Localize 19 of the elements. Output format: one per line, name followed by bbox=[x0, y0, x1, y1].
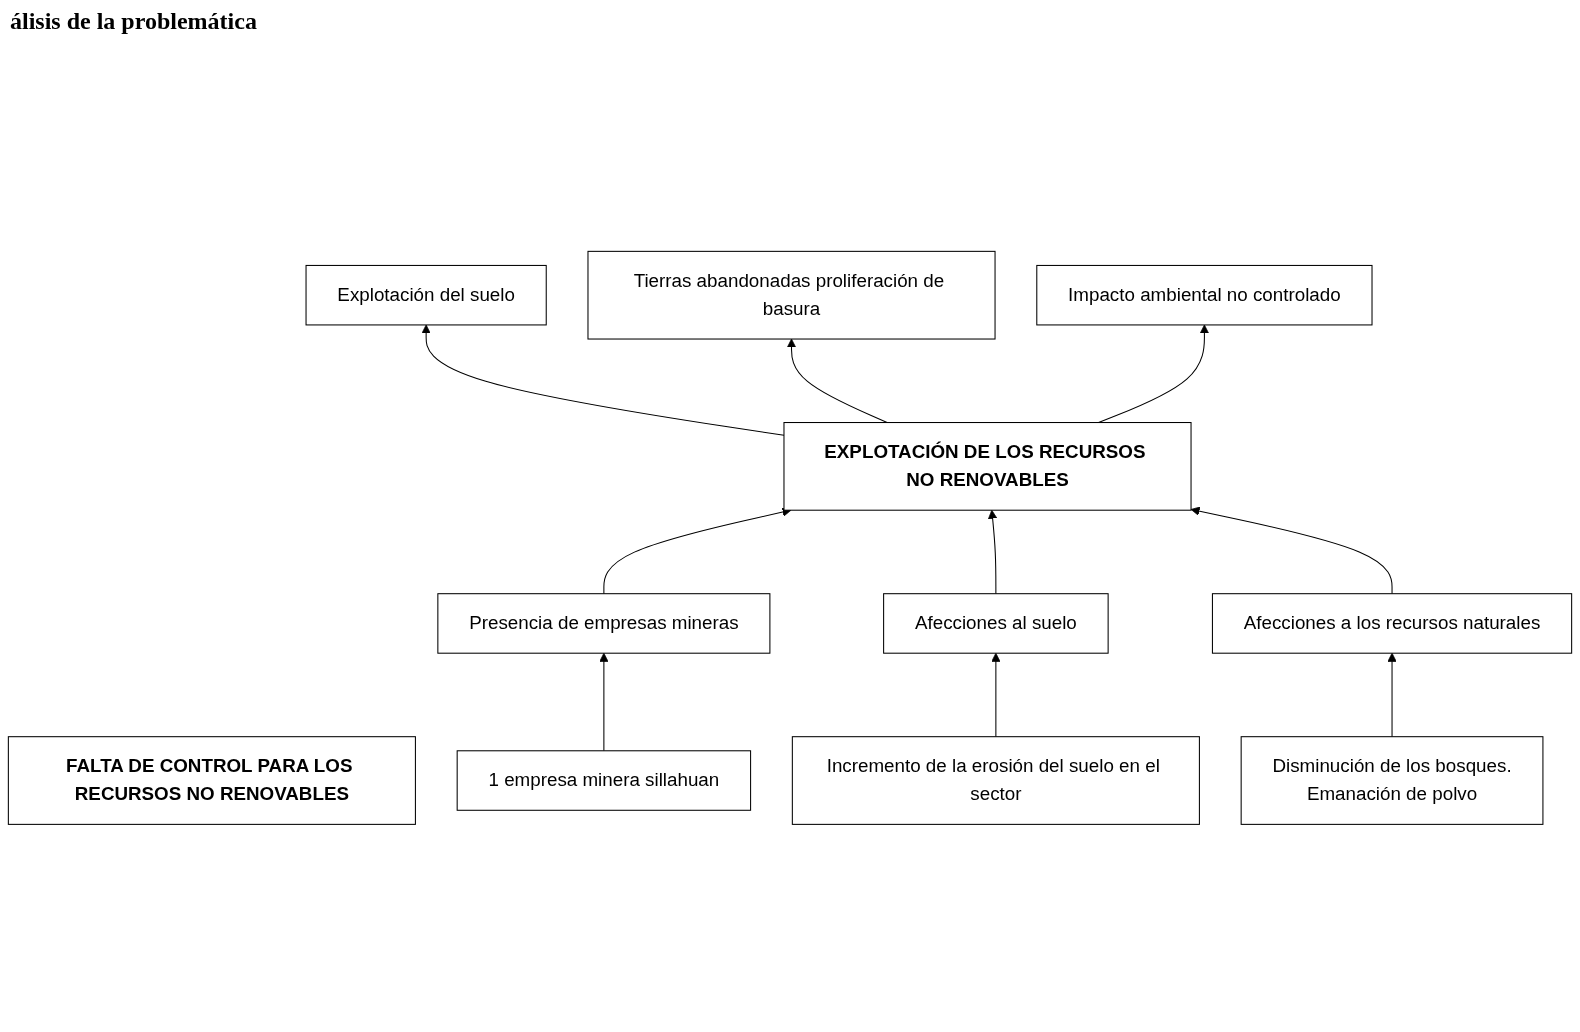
node-box: 1 empresa minera sillahuan bbox=[456, 749, 752, 811]
node-box: Presencia de empresas mineras bbox=[437, 592, 771, 654]
node-box: Tierras abandonadas proliferación de basura bbox=[587, 250, 996, 340]
node-box: Afecciones a los recursos naturales bbox=[1211, 592, 1573, 654]
node-box: Disminución de los bosques. Emanación de polvo bbox=[1240, 735, 1544, 825]
node-box: FALTA DE CONTROL PARA LOS RECURSOS NO RENOVABLES bbox=[7, 735, 416, 825]
arrow bbox=[1387, 652, 1397, 737]
arrow bbox=[988, 509, 998, 594]
arrow bbox=[991, 652, 1001, 737]
arrow bbox=[1098, 324, 1209, 423]
arrow bbox=[599, 652, 609, 751]
node-box: Afecciones al suelo bbox=[883, 592, 1109, 654]
arrow bbox=[1190, 506, 1393, 594]
node-box: Explotación del suelo bbox=[305, 264, 547, 326]
arrow bbox=[786, 338, 888, 423]
node-box: Incremento de la erosión del suelo en el sector bbox=[791, 735, 1200, 825]
node-box: EXPLOTACIÓN DE LOS RECURSOS NO RENOVABLES bbox=[783, 421, 1192, 511]
diagram-title: álisis de la problemática bbox=[10, 8, 257, 35]
node-box: Impacto ambiental no controlado bbox=[1036, 264, 1373, 326]
